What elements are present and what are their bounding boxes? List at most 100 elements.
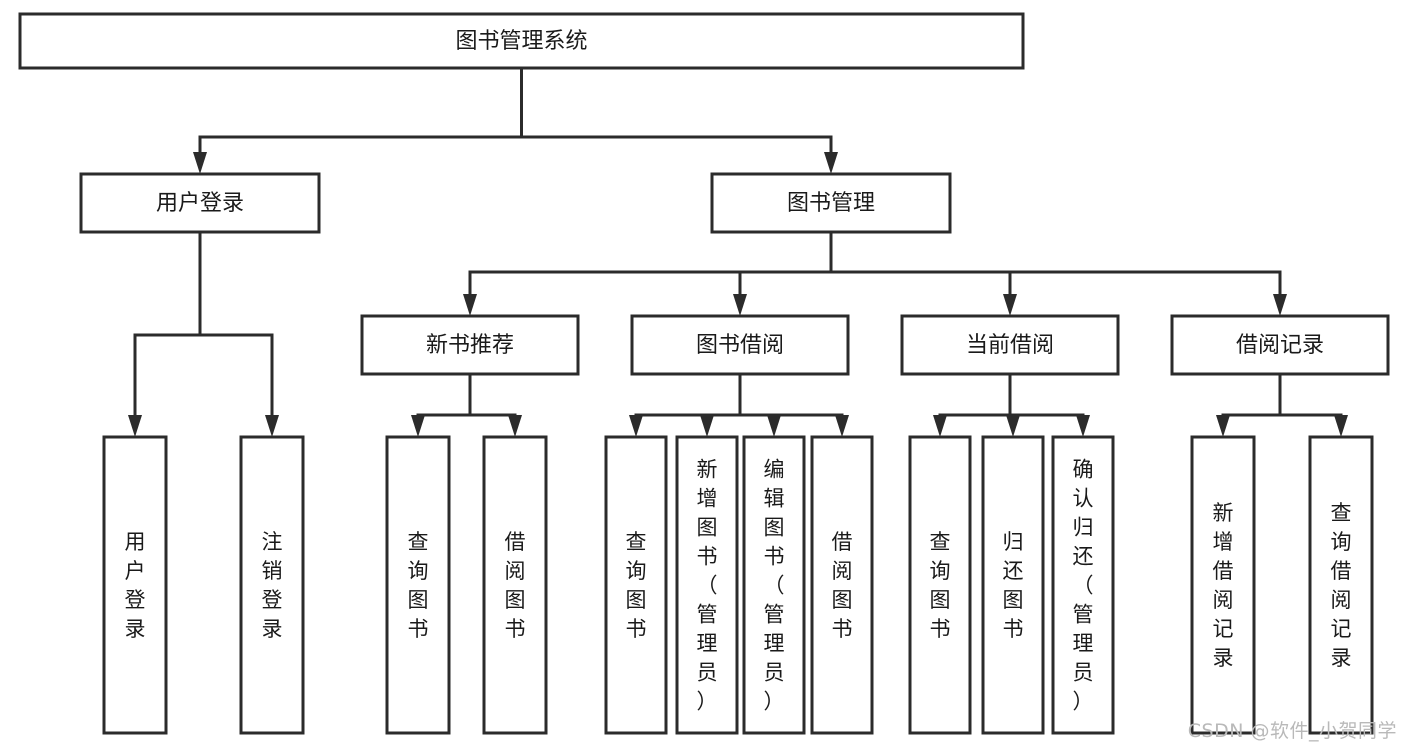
leaf-label-char: 借 xyxy=(1213,559,1234,583)
leaf-label-char: 确 xyxy=(1073,458,1094,482)
leaf-label-char: 户 xyxy=(125,559,146,583)
leaf-label-char: 图 xyxy=(1003,588,1024,612)
node-label: 图书管理 xyxy=(787,191,875,216)
node-label: 新书推荐 xyxy=(426,333,514,358)
level3-node-borrow-record[interactable]: 借阅记录 xyxy=(1170,314,1390,376)
leaf-label-char: （ xyxy=(1073,574,1094,598)
leaf-label-char: 理 xyxy=(697,632,718,656)
leaf-label-char: 新 xyxy=(697,458,718,482)
root-node-book-management-system[interactable]: 图书管理系统 xyxy=(18,12,1025,70)
leaf-label-char: 阅 xyxy=(1213,588,1234,612)
leaf-label-char: 书 xyxy=(408,617,429,641)
leaf-label-char: 查 xyxy=(408,530,429,554)
level3-node-book-borrow[interactable]: 图书借阅 xyxy=(630,314,850,376)
level2-node-book-manage[interactable]: 图书管理 xyxy=(710,172,952,234)
leaf-label-char: 管 xyxy=(697,603,718,627)
leaf-label-char: 图 xyxy=(408,588,429,612)
node-label: 图书管理系统 xyxy=(455,29,587,54)
leaf-label-char: 阅 xyxy=(832,559,853,583)
leaf-label-char: ） xyxy=(1073,690,1094,714)
leaf-node-leaf-user-login[interactable]: 用户登录 xyxy=(102,435,168,735)
leaf-label-char: 借 xyxy=(832,530,853,554)
leaf-label-char: 认 xyxy=(1073,487,1094,511)
leaf-label-char: 管 xyxy=(764,603,785,627)
leaf-label-char: 询 xyxy=(1331,530,1352,554)
leaf-label-char: （ xyxy=(697,574,718,598)
leaf-label-char: 增 xyxy=(1213,530,1234,554)
leaf-label-char: 录 xyxy=(1331,646,1352,670)
level3-node-new-book-recommend[interactable]: 新书推荐 xyxy=(360,314,580,376)
leaf-label-char: 员 xyxy=(1073,661,1094,685)
node-label: 当前借阅 xyxy=(966,333,1054,358)
leaf-label-char: 查 xyxy=(1331,501,1352,525)
node-layer: 图书管理系统用户登录图书管理新书推荐图书借阅当前借阅借阅记录用户登录注销登录查询… xyxy=(18,12,1390,735)
leaf-label-char: 查 xyxy=(930,530,951,554)
leaf-label-char: 销 xyxy=(262,559,283,583)
node-label: 图书借阅 xyxy=(696,333,784,358)
leaf-label-char: 询 xyxy=(626,559,647,583)
leaf-label-char: 图 xyxy=(832,588,853,612)
leaf-label-char: 辑 xyxy=(764,487,785,511)
leaf-label-char: 图 xyxy=(626,588,647,612)
node-label: 借阅记录 xyxy=(1236,333,1324,358)
leaf-label-char: 员 xyxy=(697,661,718,685)
edge-layer xyxy=(128,66,1348,437)
leaf-label-char: 录 xyxy=(262,617,283,641)
watermark-text: CSDN @软件_小贺同学 xyxy=(1187,720,1397,742)
leaf-label-char: 理 xyxy=(764,632,785,656)
leaf-label-char: 登 xyxy=(262,588,283,612)
leaf-label-char: 员 xyxy=(764,661,785,685)
leaf-label-char: 书 xyxy=(764,545,785,569)
leaf-label-char: 借 xyxy=(1331,559,1352,583)
leaf-label-char: 图 xyxy=(764,516,785,540)
leaf-label-char: 增 xyxy=(697,487,718,511)
leaf-label-char: 归 xyxy=(1003,530,1024,554)
leaf-label-char: 询 xyxy=(408,559,429,583)
leaf-label-char: 图 xyxy=(505,588,526,612)
leaf-label-char: 书 xyxy=(832,617,853,641)
leaf-label-char: 阅 xyxy=(505,559,526,583)
leaf-label-char: 书 xyxy=(505,617,526,641)
leaf-label-char: 书 xyxy=(1003,617,1024,641)
leaf-label-char: 借 xyxy=(505,530,526,554)
leaf-label-char: 新 xyxy=(1213,501,1234,525)
leaf-label-char: ） xyxy=(764,690,785,714)
leaf-label-char: 编 xyxy=(764,458,785,482)
leaf-label-char: 注 xyxy=(262,530,283,554)
level3-node-current-borrow[interactable]: 当前借阅 xyxy=(900,314,1120,376)
leaf-label-char: 记 xyxy=(1213,617,1234,641)
leaf-label-char: 阅 xyxy=(1331,588,1352,612)
leaf-label-char: 记 xyxy=(1331,617,1352,641)
leaf-label-char: 图 xyxy=(930,588,951,612)
leaf-label-char: （ xyxy=(764,574,785,598)
leaf-label-char: ） xyxy=(697,690,718,714)
leaf-label-char: 管 xyxy=(1073,603,1094,627)
leaf-label-char: 登 xyxy=(125,588,146,612)
leaf-label-char: 书 xyxy=(930,617,951,641)
leaf-label-char: 还 xyxy=(1073,545,1094,569)
leaf-label-char: 用 xyxy=(125,530,146,554)
leaf-label-char: 录 xyxy=(1213,646,1234,670)
leaf-label-char: 归 xyxy=(1073,516,1094,540)
leaf-label-char: 书 xyxy=(697,545,718,569)
leaf-label-char: 录 xyxy=(125,617,146,641)
leaf-label-char: 理 xyxy=(1073,632,1094,656)
leaf-label-char: 书 xyxy=(626,617,647,641)
level2-node-user-login[interactable]: 用户登录 xyxy=(79,172,321,234)
leaf-label-char: 查 xyxy=(626,530,647,554)
leaf-label-char: 还 xyxy=(1003,559,1024,583)
